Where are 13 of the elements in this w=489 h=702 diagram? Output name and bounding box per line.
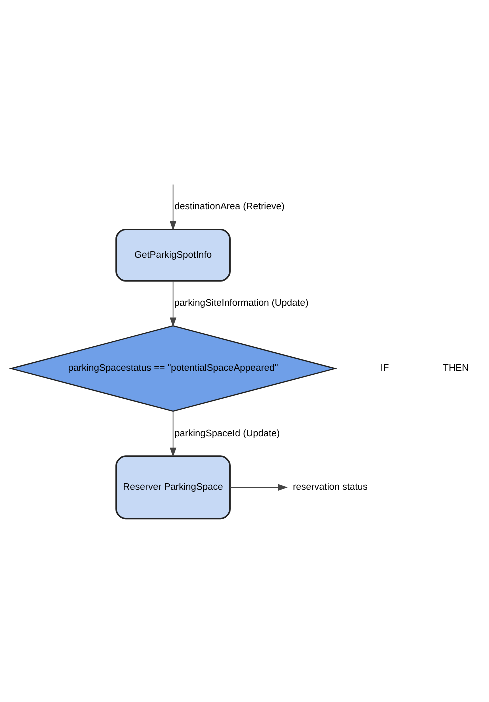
- node-text: reservation status: [293, 482, 368, 493]
- edge-label: parkingSiteInformation (Update): [174, 298, 309, 309]
- arrow: [170, 280, 177, 327]
- arrow: [170, 410, 177, 457]
- label: IF: [380, 362, 390, 374]
- edge-label: parkingSpaceId (Update): [174, 428, 280, 439]
- node-box: Reserver ParkingSpace: [116, 455, 231, 520]
- edge-label: destinationArea (Retrieve): [174, 201, 285, 212]
- arrow: [170, 184, 177, 230]
- node-box: GetParkigSpotInfo: [116, 228, 231, 282]
- label: THEN: [443, 362, 469, 374]
- node-diamond: parkingSpacestatus == "potentialSpaceAppeared": [9, 325, 338, 412]
- arrow: [230, 484, 288, 490]
